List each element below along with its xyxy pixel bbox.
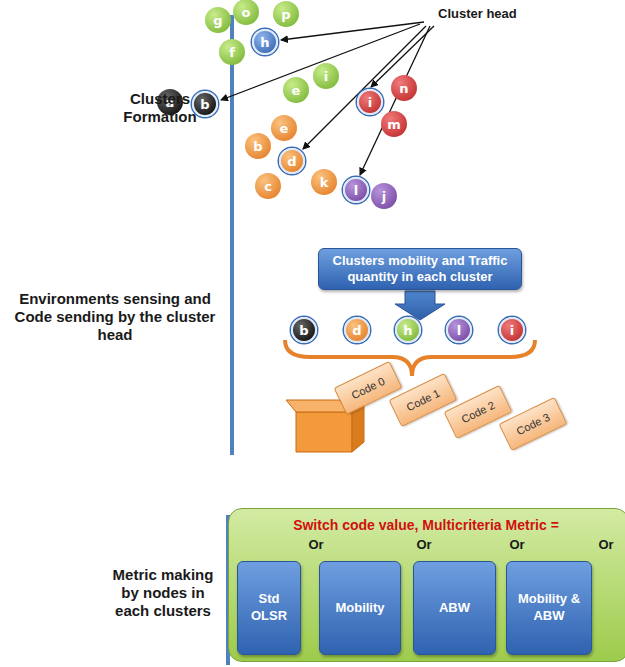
node-text: Or	[502, 537, 532, 552]
node-text: p	[281, 7, 290, 22]
node-text: ABW	[439, 600, 470, 617]
cluster-node: m	[381, 111, 407, 137]
node-text: Or	[409, 537, 439, 552]
cluster-node: l	[446, 317, 472, 343]
node-text: i	[368, 95, 372, 110]
node-text: Or	[591, 537, 621, 552]
cluster-node: i	[499, 317, 525, 343]
cluster-node: b	[291, 317, 317, 343]
curly-brace	[285, 340, 535, 376]
node-text: k	[320, 175, 329, 190]
node-text: Code 2	[459, 399, 496, 425]
node-text: e	[292, 83, 301, 98]
cluster-node: d	[279, 148, 305, 174]
metric-box: ABW	[413, 561, 496, 655]
cluster-node: n	[391, 75, 417, 101]
section-label: Clusters Formation	[98, 90, 222, 126]
node-text: d	[287, 154, 296, 169]
node-text: h	[403, 323, 412, 338]
node-text: n	[399, 81, 408, 96]
node-text: b	[200, 97, 209, 112]
node-text: c	[264, 179, 272, 194]
node-text: Code 1	[404, 387, 441, 413]
callout-label: Cluster head	[438, 6, 548, 22]
cluster-node: p	[273, 1, 299, 27]
metric-box: Mobility & ABW	[506, 561, 592, 655]
node-text: i	[324, 69, 328, 84]
cluster-node: c	[255, 173, 281, 199]
section-label: Environments sensing and Code sending by…	[2, 290, 228, 344]
cluster-node: e	[271, 115, 297, 141]
node-text: Code 0	[349, 375, 386, 401]
node-text: l	[457, 323, 461, 338]
node-text: h	[260, 35, 269, 50]
node-text: j	[382, 189, 386, 204]
cluster-head-pointers	[221, 22, 434, 175]
metric-box: Std OLSR	[237, 561, 301, 655]
section-bar	[230, 240, 234, 455]
cluster-node: d	[344, 317, 370, 343]
node-text: o	[242, 5, 251, 20]
cluster-node: o	[233, 0, 259, 25]
node-text: Mobility & ABW	[511, 591, 587, 625]
cluster-node: b	[245, 133, 271, 159]
cluster-node: h	[395, 317, 421, 343]
section-bar	[230, 15, 234, 245]
cluster-node: e	[283, 77, 309, 103]
node-text: f	[229, 45, 235, 60]
cluster-node: g	[205, 7, 231, 33]
node-text: m	[387, 117, 401, 132]
node-text: Code 3	[514, 411, 551, 437]
cluster-node: k	[311, 169, 337, 195]
node-text: Switch code value, Multicriteria Metric …	[235, 517, 617, 533]
cluster-node: l	[343, 177, 369, 203]
node-text: d	[352, 323, 361, 338]
node-text: b	[299, 323, 308, 338]
node-text: Std OLSR	[242, 591, 296, 625]
down-block-arrow	[395, 291, 445, 320]
node-text: Or	[301, 537, 331, 552]
node-text: i	[510, 323, 514, 338]
cluster-node: j	[371, 183, 397, 209]
cluster-node: i	[313, 63, 339, 89]
node-text: e	[280, 121, 289, 136]
cluster-node: f	[219, 39, 245, 65]
metric-box: Mobility	[319, 561, 401, 655]
input-box: Clusters mobility and Traffic quantity i…	[318, 248, 522, 290]
node-text: Clusters mobility and Traffic quantity i…	[323, 253, 517, 284]
node-text: b	[253, 139, 262, 154]
cluster-node: h	[252, 29, 278, 55]
node-text: l	[354, 183, 358, 198]
node-text: g	[213, 13, 222, 28]
section-label: Metric making by nodes in each clusters	[104, 566, 222, 620]
metric-panel: Switch code value, Multicriteria Metric …	[228, 508, 625, 662]
node-text: Mobility	[335, 600, 384, 617]
cluster-node: i	[357, 89, 383, 115]
